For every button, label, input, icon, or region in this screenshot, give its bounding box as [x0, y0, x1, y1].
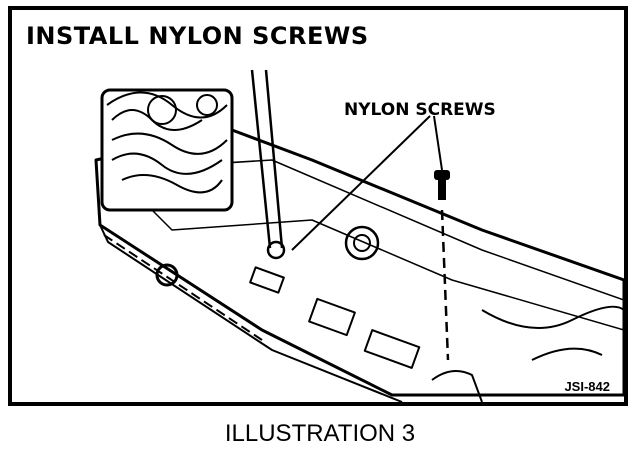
figure-caption: ILLUSTRATION 3 — [224, 420, 416, 447]
figure-code: JSI-842 — [564, 379, 610, 394]
illustration-frame: INSTALL NYLON SCREWS NYLON SCREWS JSI-84… — [8, 6, 628, 406]
circuit-board — [111, 159, 624, 331]
callout-arrow — [291, 115, 431, 251]
callout-arrow — [433, 115, 443, 171]
transformer-block — [100, 88, 234, 212]
chip — [363, 329, 421, 369]
chip — [249, 266, 285, 294]
screw-insert-path — [440, 209, 450, 361]
nylon-screw — [434, 170, 450, 200]
screwdriver-shaft — [250, 69, 284, 249]
knob — [155, 263, 179, 287]
circuit-board-drawing — [94, 69, 624, 402]
hand — [431, 370, 483, 402]
chip — [308, 297, 356, 337]
capacitor — [344, 225, 380, 261]
figure-title: INSTALL NYLON SCREWS — [26, 22, 369, 50]
callout-label: NYLON SCREWS — [344, 100, 496, 120]
